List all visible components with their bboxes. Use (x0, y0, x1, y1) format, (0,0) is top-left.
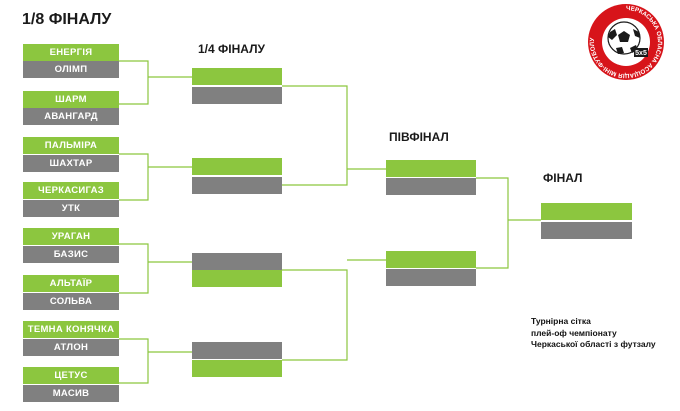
sf-slot-2-bottom (386, 269, 476, 286)
qf-slot-1-top (192, 68, 282, 85)
r16-team-bottom-7: АТЛОН (23, 339, 119, 356)
qf-slot-2-top (192, 158, 282, 175)
bracket-connector-13 (476, 177, 509, 269)
round-of-16-title: 1/8 ФІНАЛУ (22, 11, 112, 28)
caption-line-1: Турнірна сітка (531, 316, 591, 326)
sf-slot-2-top (386, 251, 476, 268)
bracket-connector-1 (119, 60, 149, 105)
r16-team-bottom-3: ШАХТАР (23, 155, 119, 172)
logo-badge-text: 5x5 (635, 50, 647, 57)
r16-team-top-8: ЦЕТУС (23, 367, 119, 384)
semifinal-title: ПІВФІНАЛ (389, 130, 449, 144)
qf-slot-2-bottom (192, 177, 282, 194)
logo-badge (634, 48, 648, 57)
r16-team-top-7: ТЕМНА КОНЯЧКА (23, 321, 119, 338)
r16-team-top-2: ШАРМ (23, 91, 119, 108)
qf-slot-3-top (192, 253, 282, 270)
final-slot-bottom (541, 222, 632, 239)
bracket-connector-11 (282, 269, 348, 361)
caption-line-3: Черкаської області з футзалу (531, 339, 656, 349)
qf-slot-3-bottom (192, 270, 282, 287)
r16-team-top-1: ЕНЕРГІЯ (23, 44, 119, 61)
r16-team-bottom-8: МАСИВ (23, 385, 119, 402)
qf-slot-4-bottom (192, 360, 282, 377)
r16-team-bottom-4: УТК (23, 200, 119, 217)
quarterfinal-title: 1/4 ФІНАЛУ (198, 42, 265, 56)
r16-team-bottom-6: СОЛЬВА (23, 293, 119, 310)
final-title: ФІНАЛ (543, 171, 583, 185)
bracket-connector-7 (119, 338, 149, 384)
r16-team-bottom-5: БАЗИС (23, 246, 119, 263)
sf-slot-1-bottom (386, 178, 476, 195)
r16-team-bottom-2: АВАНГАРД (23, 108, 119, 125)
bracket-caption: Турнірна сітка плей-оф чемпіонату Черкас… (531, 316, 671, 351)
bracket-connector-3 (119, 153, 149, 201)
bracket-connector-5 (119, 243, 149, 294)
r16-team-top-3: ПАЛЬМІРА (23, 137, 119, 154)
r16-team-top-5: УРАГАН (23, 228, 119, 245)
r16-team-top-4: ЧЕРКАСИГАЗ (23, 182, 119, 199)
r16-team-bottom-1: ОЛІМП (23, 61, 119, 78)
final-slot-top (541, 203, 632, 220)
qf-slot-4-top (192, 342, 282, 359)
association-logo: ЧЕРКАСЬКА ОБЛАСНА АСОЦІАЦІЯ МІНІ-ФУТБОЛУ… (588, 4, 664, 80)
qf-slot-1-bottom (192, 87, 282, 104)
r16-team-top-6: АЛЬТАЇР (23, 275, 119, 292)
sf-slot-1-top (386, 160, 476, 177)
bracket-connector-9 (282, 85, 348, 186)
caption-line-2: плей-оф чемпіонату (531, 327, 617, 338)
